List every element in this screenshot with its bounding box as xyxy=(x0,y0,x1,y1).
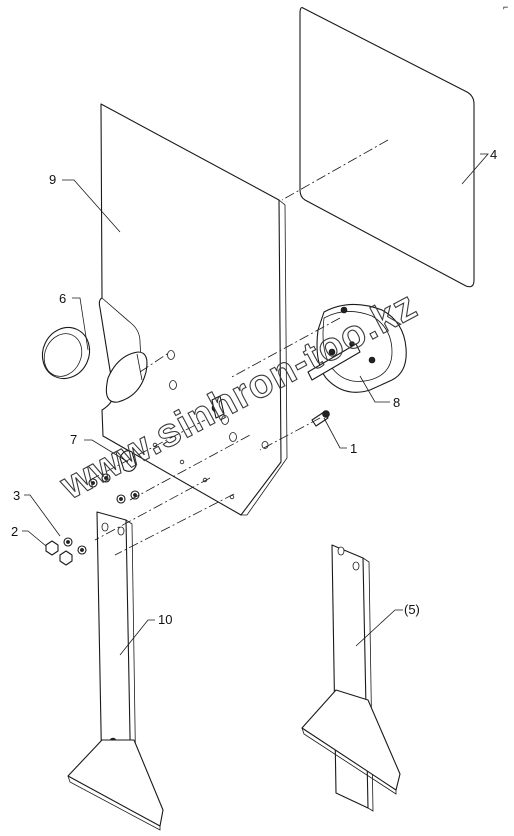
part-7-clip xyxy=(119,395,225,472)
part-6-round-cover xyxy=(41,326,148,403)
callout-labels: 9 6 4 8 1 7 3 2 10 (5) ⌐ xyxy=(11,2,508,627)
corner-mark: ⌐ xyxy=(503,2,508,12)
callout-7: 7 xyxy=(70,432,77,447)
callout-3: 3 xyxy=(13,488,20,503)
callout-2: 2 xyxy=(11,524,18,539)
part-1-screw xyxy=(311,410,330,427)
assembly-centerlines xyxy=(89,139,389,556)
callout-4: 4 xyxy=(490,147,497,162)
callout-6: 6 xyxy=(59,291,66,306)
leader-lines xyxy=(22,153,489,656)
callout-8: 8 xyxy=(393,395,400,410)
fastener-group xyxy=(45,473,140,566)
part-4-rear-panel xyxy=(299,7,475,288)
callout-1: 1 xyxy=(350,441,357,456)
part-8-gauge-housing xyxy=(307,303,407,393)
callout-9: 9 xyxy=(49,172,56,187)
part-5-right-leg xyxy=(301,544,401,812)
callout-5: (5) xyxy=(404,602,420,617)
part-10-left-leg xyxy=(67,511,164,831)
callout-10: 10 xyxy=(158,612,172,627)
